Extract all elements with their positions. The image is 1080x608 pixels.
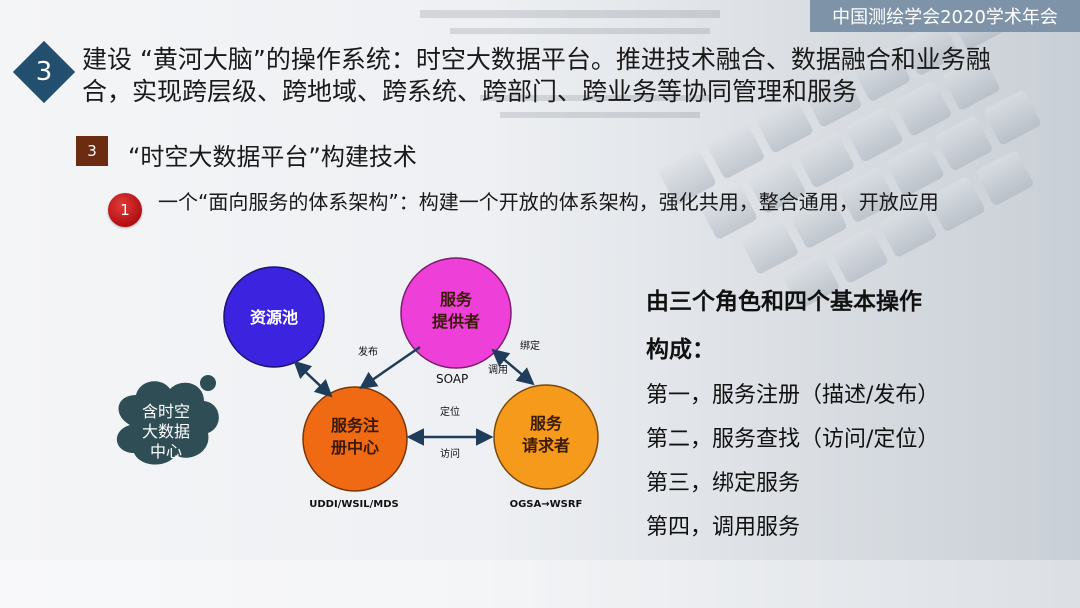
cloud-label-3: 中心: [150, 442, 182, 461]
node-resource-pool: 资源池: [223, 266, 325, 368]
roles-item-1: 第一，服务注册（描述/发布）: [646, 383, 940, 408]
label-locate: 定位: [440, 405, 460, 418]
node-registry-label-1: 服务注: [331, 416, 379, 435]
roles-item-4: 第四，调用服务: [646, 515, 801, 540]
topic-number: 3: [35, 57, 53, 87]
roles-heading-line-2: 构成：: [646, 337, 715, 363]
node-service-requester: 服务 请求者: [493, 384, 599, 490]
node-provider-label-2: 提供者: [432, 312, 480, 331]
event-title: 中国测绘学会2020学术年会: [832, 7, 1058, 28]
node-provider-label-1: 服务: [440, 290, 473, 309]
bullet-number-circle: 1: [108, 193, 142, 227]
label-requester-standard: OGSA→WSRF: [510, 499, 583, 510]
roles-item-3: 第三，绑定服务: [646, 471, 801, 496]
node-resource-pool-label: 资源池: [250, 308, 298, 327]
node-requester-label-1: 服务: [530, 414, 563, 433]
roles-heading-line-1: 由三个角色和四个基本操作: [646, 289, 922, 315]
label-invoke: 调用: [488, 364, 508, 376]
data-center-cloud: 含时空 大数据 中心: [116, 375, 219, 465]
node-registry-label-2: 册中心: [331, 438, 379, 457]
roles-panel: 由三个角色和四个基本操作 构成： 第一，服务注册（描述/发布） 第二，服务查找（…: [646, 278, 1046, 550]
node-service-provider: 服务 提供者: [400, 257, 512, 369]
topic-title: 建设 “黄河大脑”的操作系统：时空大数据平台。推进技术融合、数据融合和业务融合，…: [82, 45, 991, 106]
cloud-label-1: 含时空: [142, 402, 190, 421]
label-bind: 绑定: [520, 339, 540, 352]
event-title-banner: 中国测绘学会2020学术年会: [810, 0, 1080, 32]
node-service-registry: 服务注 册中心: [302, 386, 408, 492]
label-access: 访问: [440, 447, 460, 460]
arrow-resource-registry: [293, 360, 333, 398]
cloud-shape: [116, 381, 219, 465]
arrow-provider-registry: [359, 345, 421, 389]
section-number-box: 3: [76, 136, 108, 166]
label-publish: 发布: [358, 345, 378, 358]
roles-item-2: 第二，服务查找（访问/定位）: [646, 427, 940, 452]
node-requester-label-2: 请求者: [522, 436, 570, 455]
label-soap: SOAP: [436, 372, 468, 386]
cloud-label-2: 大数据: [142, 422, 190, 441]
bullet-text: 一个“面向服务的体系架构”：构建一个开放的体系架构，强化共用，整合通用，开放应用: [158, 190, 939, 214]
section-title: “时空大数据平台”构建技术: [128, 143, 417, 171]
arrow-provider-requester: [491, 348, 535, 386]
soa-diagram: 含时空 大数据 中心 资源池 服务 提供者 服务注 册中心 服务 请求者 发布 …: [116, 257, 599, 510]
label-registry-standard: UDDI/WSIL/MDS: [309, 499, 399, 510]
